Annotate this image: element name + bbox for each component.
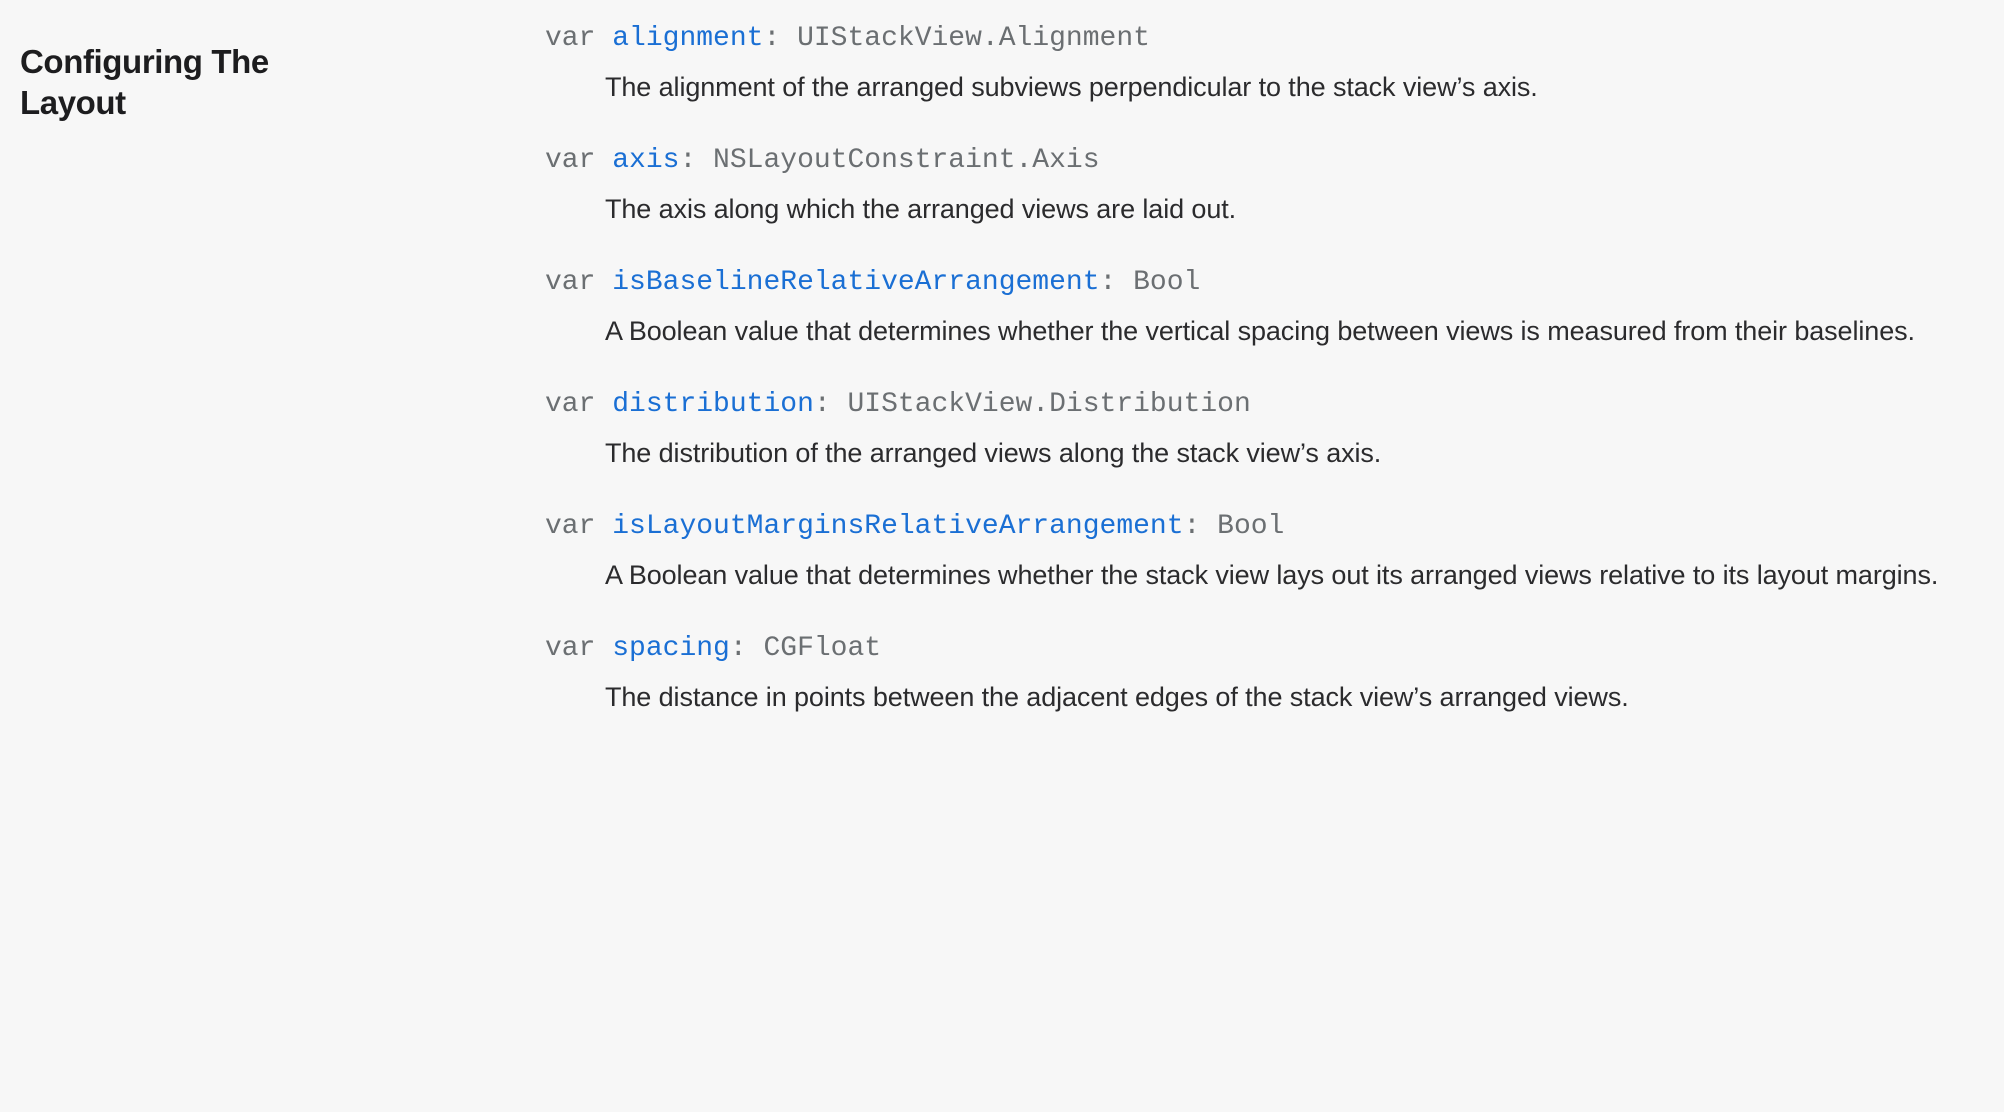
symbol-description: The alignment of the arranged subviews p… [605, 72, 1538, 102]
symbol-type: : UIStackView.Distribution [813, 389, 1251, 420]
symbol-description: The distance in points between the adjac… [605, 682, 1629, 712]
list-item: var distribution: UIStackView.Distributi… [545, 386, 1980, 473]
symbol-link-distribution[interactable]: distribution [612, 389, 814, 420]
list-item: var axis: NSLayoutConstraint.Axis The ax… [545, 142, 1980, 229]
var-keyword: var [545, 267, 596, 298]
page-title: Configuring The Layout [20, 43, 269, 122]
var-keyword: var [545, 145, 596, 176]
list-item: var spacing: CGFloat The distance in poi… [545, 630, 1980, 717]
declaration-alignment: var alignment: UIStackView.Alignment [545, 20, 1980, 58]
list-item: var alignment: UIStackView.Alignment The… [545, 20, 1980, 107]
declaration-spacing: var spacing: CGFloat [545, 630, 1980, 668]
var-keyword: var [545, 23, 596, 54]
list-item: var isBaselineRelativeArrangement: Bool … [545, 264, 1980, 351]
list-item: var isLayoutMarginsRelativeArrangement: … [545, 508, 1980, 595]
declaration-isbaselinerelativearrangement: var isBaselineRelativeArrangement: Bool [545, 264, 1980, 302]
declaration-islayoutmarginsrelativearrangement: var isLayoutMarginsRelativeArrangement: … [545, 508, 1980, 546]
var-keyword: var [545, 511, 596, 542]
symbol-link-alignment[interactable]: alignment [612, 23, 764, 54]
symbol-link-spacing[interactable]: spacing [612, 633, 730, 664]
symbol-type: : Bool [1099, 267, 1201, 298]
symbol-description: A Boolean value that determines whether … [605, 560, 1939, 590]
var-keyword: var [545, 389, 596, 420]
symbol-type: : CGFloat [729, 633, 882, 664]
symbol-description: A Boolean value that determines whether … [605, 316, 1915, 346]
symbol-type: : NSLayoutConstraint.Axis [679, 145, 1100, 176]
declaration-axis: var axis: NSLayoutConstraint.Axis [545, 142, 1980, 180]
symbol-link-isbaselinerelativearrangement[interactable]: isBaselineRelativeArrangement [612, 267, 1100, 298]
symbol-link-axis[interactable]: axis [612, 145, 680, 176]
symbol-link-islayoutmarginsrelativearrangement[interactable]: isLayoutMarginsRelativeArrangement [612, 511, 1184, 542]
symbol-description: The distribution of the arranged views a… [605, 438, 1382, 468]
symbol-type: : Bool [1183, 511, 1285, 542]
var-keyword: var [545, 633, 596, 664]
symbol-description: The axis along which the arranged views … [605, 194, 1237, 224]
symbol-list: var alignment: UIStackView.Alignment The… [545, 0, 1980, 717]
symbol-type: : UIStackView.Alignment [763, 23, 1150, 54]
declaration-distribution: var distribution: UIStackView.Distributi… [545, 386, 1980, 424]
